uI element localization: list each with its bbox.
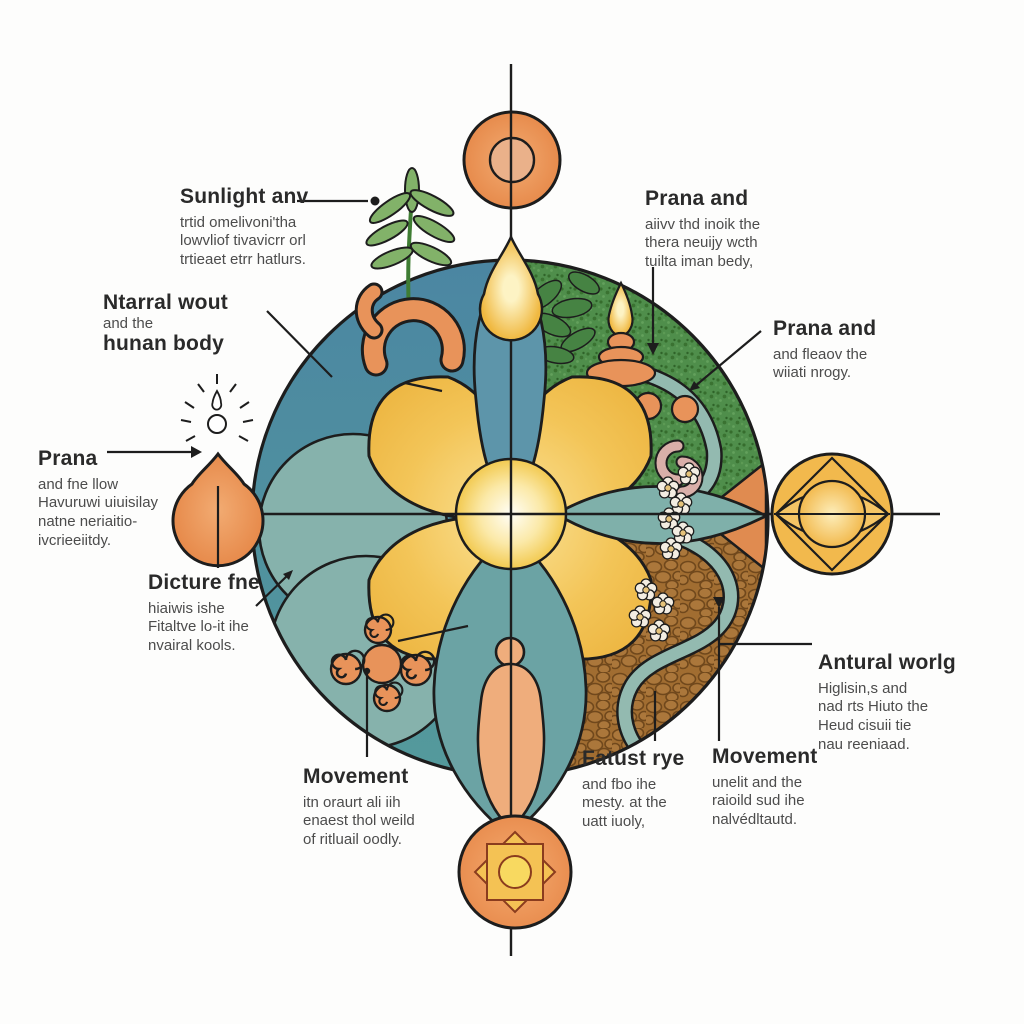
label-movement-left: Movement itn oraurt ali iih enaest thol … xyxy=(303,765,415,850)
label-movement-left-line: of ritluail oodly. xyxy=(303,831,402,849)
plant-icon xyxy=(365,167,456,317)
label-prana-right: Prana and and fleaov the wiiati nrogy. xyxy=(773,317,877,383)
water-droplet-icon xyxy=(478,233,544,342)
label-picture-heading: Dicture fne xyxy=(148,571,260,594)
label-prana-right-line: wiiati nrogy. xyxy=(773,364,852,382)
label-prana-top-right-line: aiivv thd inoik the xyxy=(645,215,761,233)
label-sunlight-line: trtid omelivoni'tha xyxy=(180,213,297,231)
prana-drop-icon xyxy=(171,451,265,568)
label-prana-top-right-heading: Prana and xyxy=(645,187,749,210)
label-fatust: Fatust rye and fbo ihe mesty. at the uat… xyxy=(582,747,685,832)
label-movement-right-heading: Movement xyxy=(712,745,818,768)
label-fatust-line: and fbo ihe xyxy=(582,775,657,793)
hook-crescent-icon xyxy=(354,282,466,377)
label-movement-right-line: nalvédltautd. xyxy=(712,811,798,829)
label-picture-line: hiaiwis ishe xyxy=(148,599,225,617)
chakra-eye-icon xyxy=(770,452,894,576)
label-natural-world-line: nau reeniaad. xyxy=(818,735,910,753)
label-natural-world: Antural worlg Higlisin,s and nad rts Hiu… xyxy=(818,651,956,755)
label-prana-left-line: and fne llow xyxy=(38,475,119,493)
leader-lines xyxy=(107,196,812,757)
radiance-sparkle-icon xyxy=(180,374,254,442)
label-movement-right-line: raioild sud ihe xyxy=(712,792,805,810)
label-sunlight-line: lowvliof tivavicrr orl xyxy=(180,232,306,250)
label-picture: Dicture fne hiaiwis ishe Fitaltve lo-it … xyxy=(148,571,260,656)
label-prana-right-line: and fleaov the xyxy=(773,345,868,363)
label-natural-body: Ntarral wout and the hunan body xyxy=(103,291,228,356)
label-movement-left-line: enaest thol weild xyxy=(303,812,415,830)
lotus-sun-icon xyxy=(457,814,573,930)
label-prana-right-heading: Prana and xyxy=(773,317,877,340)
label-sunlight-line: trtieaet etrr hatlurs. xyxy=(180,251,306,269)
pinwheel-spiral-icon xyxy=(329,613,436,713)
label-prana-left-line: ivcrieeiitdy. xyxy=(38,531,112,549)
label-fatust-line: uatt iuoly, xyxy=(582,813,646,831)
label-natural-body-sub: and the xyxy=(103,314,154,332)
label-prana-top-right: Prana and aiivv thd inoik the thera neui… xyxy=(645,187,761,272)
label-sunlight: Sunlight anv trtid omelivoni'tha lowvlio… xyxy=(180,185,309,270)
label-natural-body-heading2: hunan body xyxy=(103,332,224,356)
label-natural-world-line: nad rts Hiuto the xyxy=(818,698,929,716)
label-sunlight-heading: Sunlight anv xyxy=(180,185,309,208)
label-picture-line: Fitaltve lo-it ihe xyxy=(148,618,249,636)
label-picture-line: nvairal kools. xyxy=(148,637,236,655)
label-movement-right: Movement unelit and the raioild sud ihe … xyxy=(712,745,818,830)
label-prana-top-right-line: tuilta iman bedy, xyxy=(645,253,754,271)
label-movement-right-line: unelit and the xyxy=(712,773,803,791)
label-natural-world-line: Heud cisuii tie xyxy=(818,717,912,735)
label-movement-left-line: itn oraurt ali iih xyxy=(303,793,401,811)
oil-lamp-icon xyxy=(585,280,657,388)
label-prana-left: Prana and fne llow Havuruwi uiuisilay na… xyxy=(38,447,159,551)
label-prana-left-heading: Prana xyxy=(38,447,98,470)
label-natural-world-heading: Antural worlg xyxy=(818,651,956,674)
label-natural-world-line: Higlisin,s and xyxy=(818,679,908,697)
label-prana-left-line: Havuruwi uiuisilay xyxy=(38,494,159,512)
label-movement-left-heading: Movement xyxy=(303,765,409,788)
label-prana-top-right-line: thera neuijy wcth xyxy=(645,234,758,252)
label-natural-body-heading1: Ntarral wout xyxy=(103,291,228,314)
label-prana-left-line: natne neriaitio- xyxy=(38,513,138,531)
label-fatust-line: mesty. at the xyxy=(582,794,667,812)
label-fatust-heading: Fatust rye xyxy=(582,747,685,770)
